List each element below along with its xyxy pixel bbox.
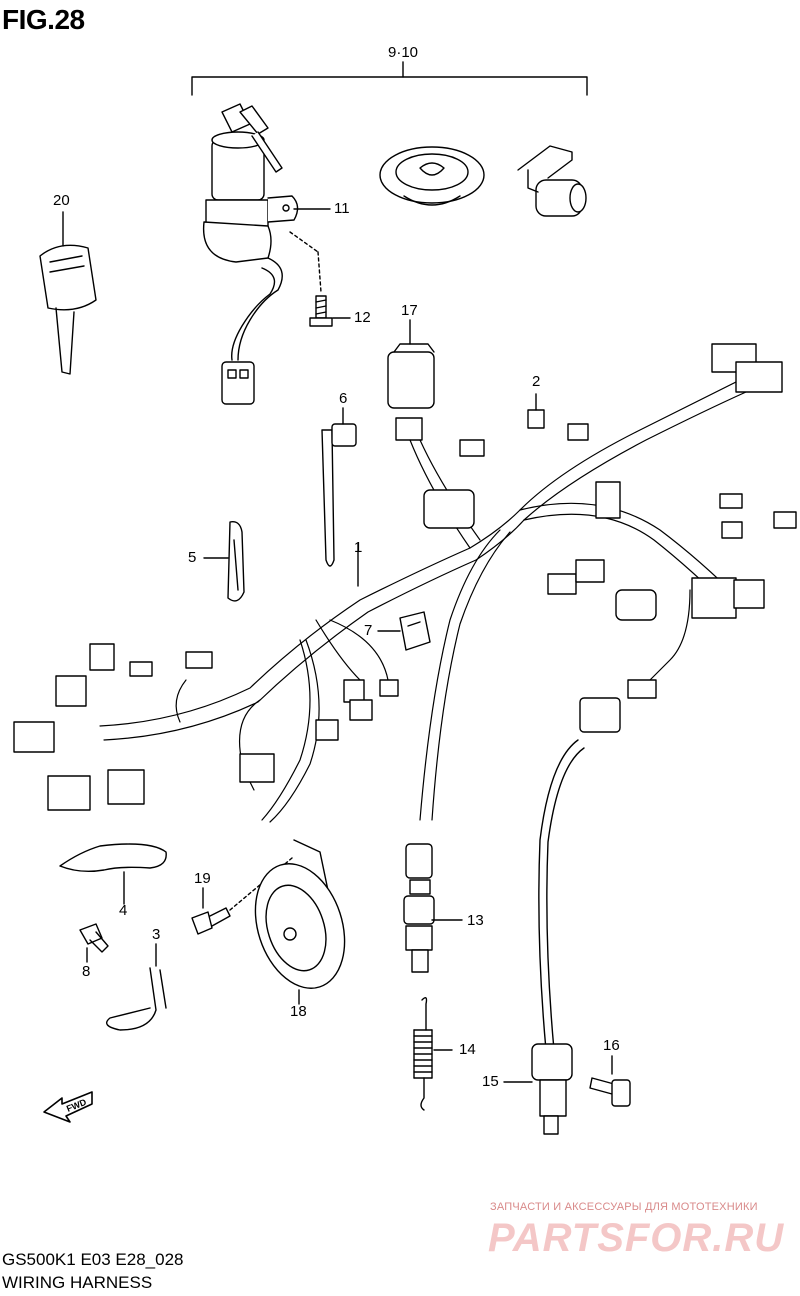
cable-tie-icon: [321, 423, 357, 567]
connector-icon: [13, 343, 797, 811]
clamp-icon: [59, 843, 167, 873]
callout-16: 16: [603, 1037, 620, 1054]
model-code: GS500K1 E03 E28_028: [2, 1250, 184, 1269]
callout-11: 11: [334, 200, 350, 217]
clamp-icon: [399, 611, 431, 651]
brake-switch-icon: [403, 843, 435, 973]
ignition-switch-icon: [202, 103, 299, 405]
key-icon: [39, 244, 97, 375]
callout-1: 1: [354, 539, 363, 556]
figure-name: WIRING HARNESS: [2, 1273, 153, 1292]
watermark-logo: PARTSFOR.RU: [488, 1216, 785, 1260]
callout-3: 3: [152, 926, 161, 943]
fuse-icon: [527, 409, 545, 429]
relay-icon: [387, 343, 435, 441]
forward-arrow-icon: [43, 1091, 93, 1123]
callout-8: 8: [82, 963, 91, 980]
bolt-icon: [191, 907, 231, 935]
callout-12: 12: [354, 309, 371, 326]
spring-icon: [413, 997, 433, 1111]
clamp-icon: [227, 521, 245, 602]
bolt-icon: [589, 1077, 631, 1107]
callout-17: 17: [401, 302, 418, 319]
seat-lock-icon: [517, 145, 587, 217]
callout-5: 5: [188, 549, 197, 566]
group-bracket: [191, 76, 588, 96]
horn-icon: [254, 839, 346, 989]
screw-icon: [309, 295, 333, 327]
clamp-icon: [106, 967, 167, 1031]
callout-18: 18: [290, 1003, 307, 1020]
rear-brake-switch-icon: [531, 739, 585, 1135]
callout-4: 4: [119, 902, 128, 919]
callout-6: 6: [339, 390, 348, 407]
callout-7: 7: [364, 622, 373, 639]
fuel-cap-icon: [379, 146, 485, 206]
bolt-icon: [79, 923, 109, 953]
callout-14: 14: [459, 1041, 476, 1058]
figure-title: FIG.28: [2, 4, 85, 35]
callout-13: 13: [467, 912, 484, 929]
callout-2: 2: [532, 373, 541, 390]
callout-15: 15: [482, 1073, 499, 1090]
callout-20: 20: [53, 192, 70, 209]
watermark-tagline: ЗАПЧАСТИ И АКСЕССУАРЫ ДЛЯ МОТОТЕХНИКИ: [490, 1201, 758, 1213]
callout-9-10: 9·10: [388, 44, 419, 61]
callout-19: 19: [194, 870, 211, 887]
